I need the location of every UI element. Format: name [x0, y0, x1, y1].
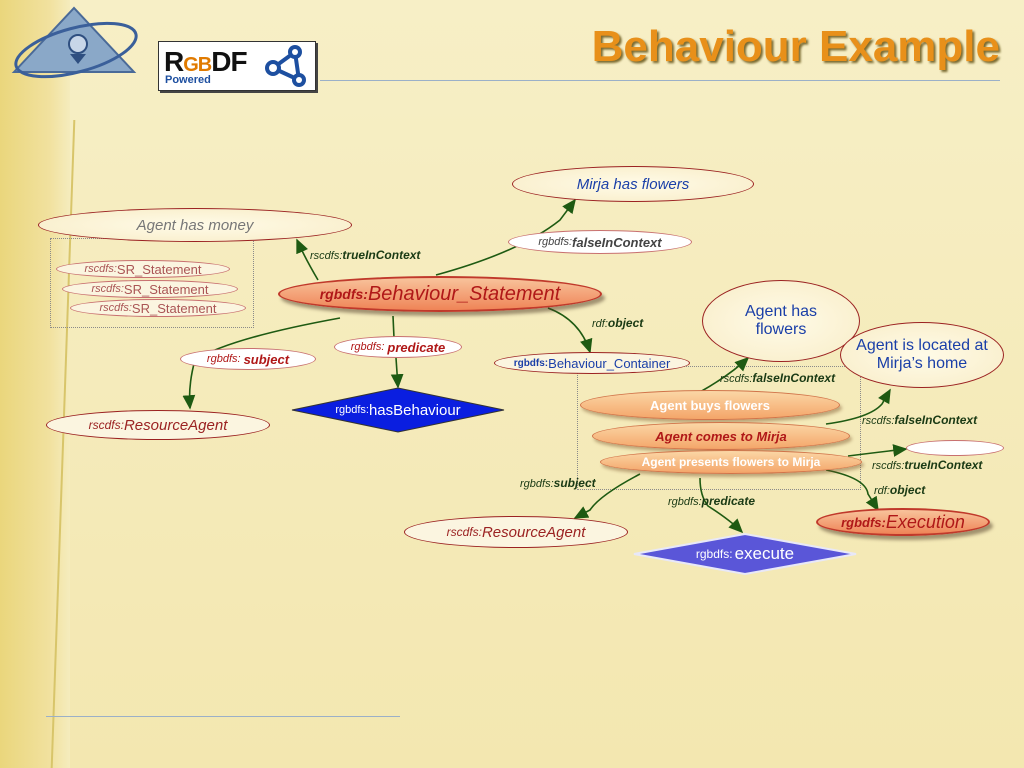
- edge-label-false-in-context-2: rscdfs:falseInContext: [720, 371, 836, 385]
- has-behaviour-diamond: [291, 387, 505, 433]
- edge-predicate-1: [393, 315, 398, 387]
- mirja-has-flowers-node: Mirja has flowers: [512, 166, 754, 202]
- left-decor-strip: [0, 0, 70, 768]
- predicate-node: rgbdfs:predicate: [334, 336, 462, 358]
- agent-has-flowers-node: Agent has flowers: [702, 280, 860, 362]
- edge-predicate-2: [699, 477, 744, 534]
- title-divider: [320, 80, 1000, 81]
- edge-object-1: [547, 307, 593, 354]
- agent-has-money-node: Agent has money: [38, 208, 352, 242]
- rgbdf-powered-logo: RGBDF Powered: [158, 41, 316, 91]
- resource-agent-node-1: rscdfs:ResourceAgent: [46, 410, 270, 440]
- empty-context-node: [906, 440, 1004, 456]
- edge-label-subject-2: rgbdfs:subject: [520, 476, 596, 490]
- edge-subject-2: [573, 473, 641, 519]
- edge-label-false-in-context-3: rscdfs:falseInContext: [862, 413, 978, 427]
- agent-buys-flowers-node: Agent buys flowers: [580, 390, 840, 420]
- agent-comes-to-mirja-node: Agent comes to Mirja: [592, 422, 850, 450]
- slide-title: Behaviour Example: [591, 22, 1000, 71]
- has-behaviour-label: rgbdfs:hasBehaviour: [335, 401, 461, 419]
- subject-node: rgbdfs:subject: [180, 348, 316, 370]
- agent-presents-flowers-node: Agent presents flowers to Mirja: [600, 450, 862, 474]
- behaviour-statement-node: rgbdfs:Behaviour_Statement: [278, 276, 602, 312]
- network-graph-icon: [265, 45, 306, 87]
- edge-label-object-1: rdf:object: [592, 316, 644, 330]
- resource-agent-node-2: rscdfs:ResourceAgent: [404, 516, 628, 548]
- execute-label: rgbdfs:execute: [695, 544, 795, 563]
- execution-node: rgbdfs:Execution: [816, 508, 990, 536]
- behaviour-container-node: rgbdfs:Behaviour_Container: [494, 352, 690, 374]
- corner-logo-icon: [11, 6, 138, 79]
- sr-statement-node-3: rscdfs:SR_Statement: [70, 299, 246, 317]
- false-in-context-node: rgbdfs:falseInContext: [508, 230, 692, 254]
- execute-diamond: [633, 532, 857, 576]
- edge-true-in-context-2: [847, 444, 908, 457]
- sr-statement-node-2: rscdfs:SR_Statement: [62, 280, 238, 298]
- edge-object-2: [825, 469, 879, 512]
- edge-false-in-context-3: [825, 388, 891, 425]
- sr-statement-node-1: rscdfs:SR_Statement: [56, 260, 230, 278]
- edge-label-true-in-context-1: rscdfs:trueInContext: [310, 248, 421, 262]
- footer-divider: [46, 716, 400, 717]
- edge-label-object-2: rdf:object: [874, 483, 926, 497]
- edge-true-in-context-1: [296, 238, 319, 281]
- agent-located-node: Agent is located at Mirja’s home: [840, 322, 1004, 388]
- edge-label-predicate-2: rgbdfs:predicate: [668, 494, 755, 508]
- behaviour-container-group: [577, 366, 861, 490]
- edge-label-true-in-context-2: rscdfs:trueInContext: [872, 458, 983, 472]
- edge-false-in-context-top: [435, 198, 576, 276]
